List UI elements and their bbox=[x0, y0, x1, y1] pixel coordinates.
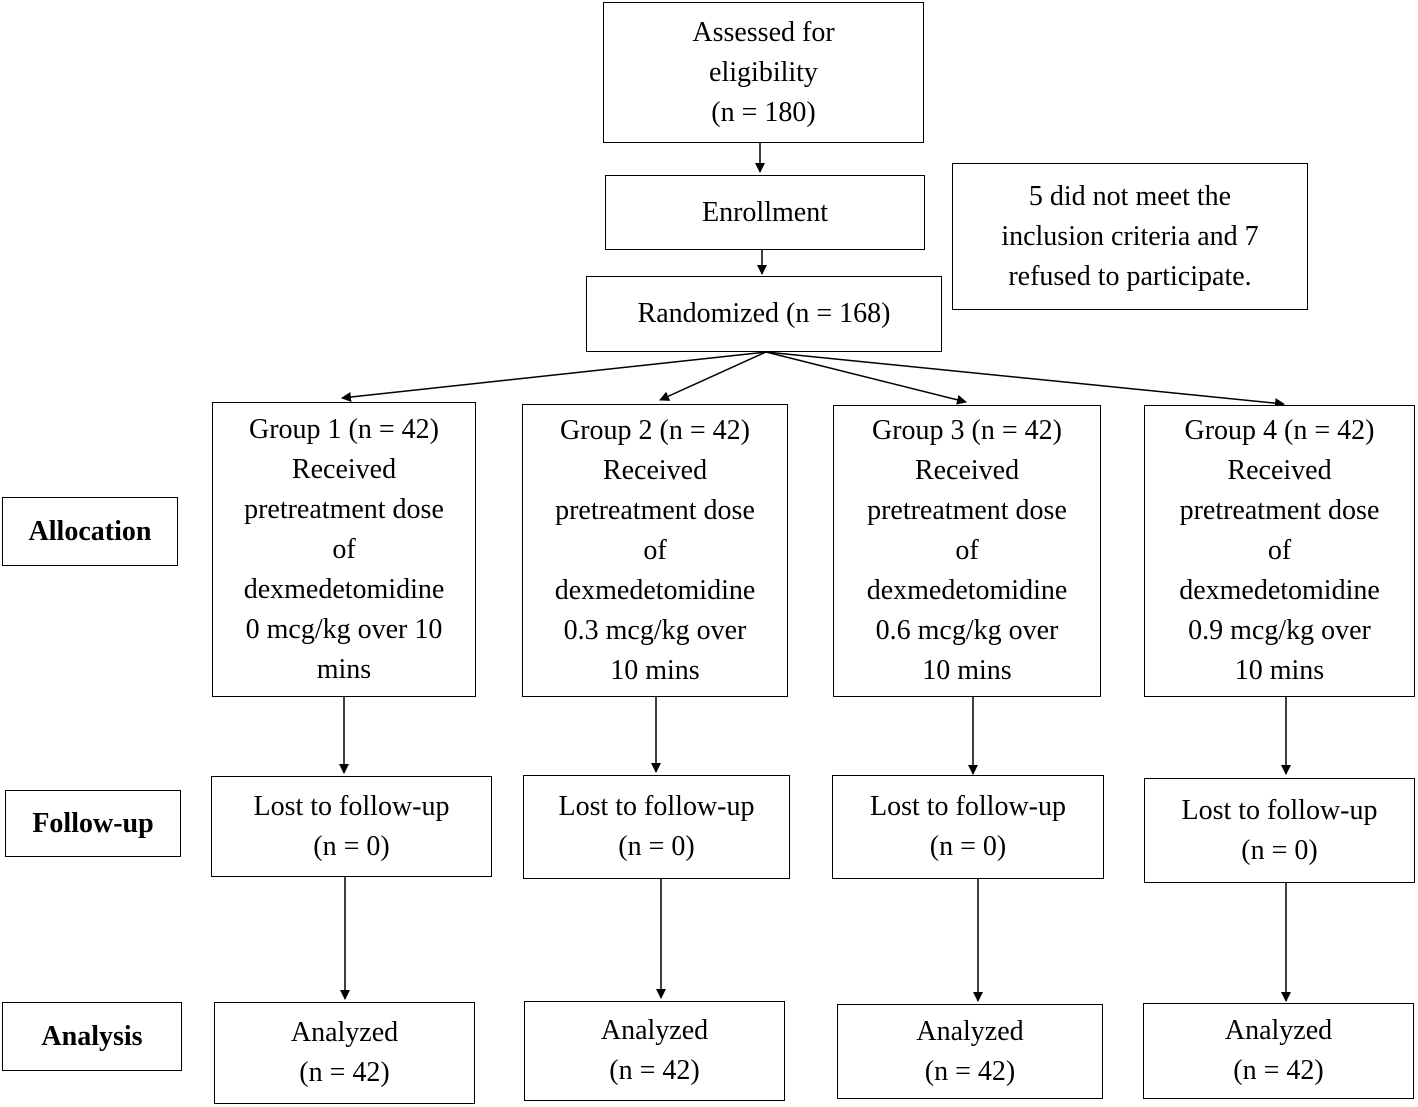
followup-group-1-text: Lost to follow-up (n = 0) bbox=[253, 790, 450, 862]
arrow-randomized-to-group-4 bbox=[765, 351, 1285, 409]
allocation-group-4: Group 4 (n = 42) Received pretreatment d… bbox=[1144, 405, 1415, 697]
followup-group-1: Lost to follow-up (n = 0) bbox=[211, 776, 492, 877]
analysis-group-3-text: Analyzed (n = 42) bbox=[916, 1015, 1024, 1087]
exclusion-text: 5 did not meet the inclusion criteria an… bbox=[1001, 180, 1259, 292]
stage-allocation: Allocation bbox=[2, 497, 178, 566]
allocation-group-4-text: Group 4 (n = 42) Received pretreatment d… bbox=[1179, 415, 1380, 686]
analysis-group-2: Analyzed (n = 42) bbox=[524, 1001, 785, 1101]
exclusion-box: 5 did not meet the inclusion criteria an… bbox=[952, 163, 1308, 310]
allocation-group-2: Group 2 (n = 42) Received pretreatment d… bbox=[522, 404, 788, 697]
assessed-box: Assessed for eligibility (n = 180) bbox=[603, 2, 924, 143]
followup-group-2-text: Lost to follow-up (n = 0) bbox=[558, 791, 755, 862]
stage-analysis: Analysis bbox=[2, 1002, 182, 1071]
allocation-group-1-text: Group 1 (n = 42) Received pretreatment d… bbox=[243, 413, 445, 685]
followup-group-4-text: Lost to follow-up (n = 0) bbox=[1181, 794, 1378, 866]
allocation-group-2-text: Group 2 (n = 42) Received pretreatment d… bbox=[554, 414, 756, 686]
analysis-group-4: Analyzed (n = 42) bbox=[1143, 1003, 1414, 1099]
allocation-group-3: Group 3 (n = 42) Received pretreatment d… bbox=[833, 405, 1101, 697]
followup-group-4: Lost to follow-up (n = 0) bbox=[1144, 778, 1415, 883]
arrow-randomized-to-group-2 bbox=[659, 351, 767, 401]
followup-group-2: Lost to follow-up (n = 0) bbox=[523, 775, 790, 879]
randomized-box: Randomized (n = 168) bbox=[586, 276, 942, 352]
analysis-group-3: Analyzed (n = 42) bbox=[837, 1004, 1103, 1099]
stage-followup: Follow-up bbox=[5, 790, 181, 857]
stage-allocation-label: Allocation bbox=[28, 515, 152, 547]
arrow-randomized-to-group-3 bbox=[765, 351, 967, 405]
arrow-randomized-to-group-1 bbox=[341, 351, 767, 403]
followup-group-3: Lost to follow-up (n = 0) bbox=[832, 775, 1104, 879]
enrollment-text: Enrollment bbox=[702, 196, 828, 228]
analysis-group-1: Analyzed (n = 42) bbox=[214, 1002, 475, 1104]
analysis-group-2-text: Analyzed (n = 42) bbox=[600, 1015, 709, 1086]
analysis-group-4-text: Analyzed (n = 42) bbox=[1224, 1015, 1333, 1086]
enrollment-box: Enrollment bbox=[605, 175, 925, 250]
followup-group-3-text: Lost to follow-up (n = 0) bbox=[870, 791, 1066, 862]
stage-analysis-label: Analysis bbox=[41, 1020, 143, 1052]
analysis-group-1-text: Analyzed (n = 42) bbox=[290, 1017, 399, 1088]
assessed-text: Assessed for eligibility (n = 180) bbox=[692, 16, 835, 128]
allocation-group-1: Group 1 (n = 42) Received pretreatment d… bbox=[212, 402, 476, 697]
stage-followup-label: Follow-up bbox=[32, 807, 154, 839]
randomized-text: Randomized (n = 168) bbox=[637, 298, 891, 329]
allocation-group-3-text: Group 3 (n = 42) Received pretreatment d… bbox=[866, 415, 1068, 686]
